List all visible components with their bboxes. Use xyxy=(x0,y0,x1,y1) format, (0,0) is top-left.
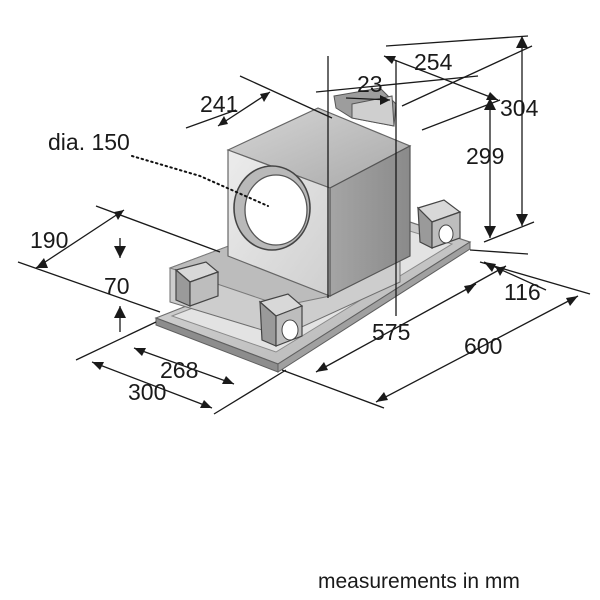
dim-300: 300 xyxy=(128,379,166,405)
dia-leader xyxy=(131,155,269,207)
units-note: measurements in mm xyxy=(318,570,520,593)
rear-bracket-face xyxy=(351,95,395,127)
dim-254: 254 xyxy=(414,49,453,75)
dim-600: 600 xyxy=(464,333,502,359)
dim-241: 241 xyxy=(200,91,238,117)
dimension-labels: 254 23 241 304 299 dia. 150 190 70 116 5… xyxy=(30,49,541,405)
bracket-rear-right xyxy=(416,199,462,249)
dim-116: 116 xyxy=(504,279,541,305)
bracket-front-right xyxy=(258,293,304,347)
dimension-lines xyxy=(17,35,591,415)
outlet-opening xyxy=(244,174,308,246)
dim-268: 268 xyxy=(160,357,198,383)
dim-dia-150: dia. 150 xyxy=(48,129,130,155)
dim-190: 190 xyxy=(30,227,68,253)
dim-304: 304 xyxy=(500,95,539,121)
bracket-front-left xyxy=(174,261,220,307)
motor-cube-side xyxy=(329,145,411,297)
dim-23: 23 xyxy=(357,71,383,97)
dim-575: 575 xyxy=(372,319,410,345)
tray-lip-right xyxy=(277,241,471,373)
dim-299: 299 xyxy=(466,143,504,169)
hood-body xyxy=(131,87,472,373)
dim-70: 70 xyxy=(104,273,130,299)
